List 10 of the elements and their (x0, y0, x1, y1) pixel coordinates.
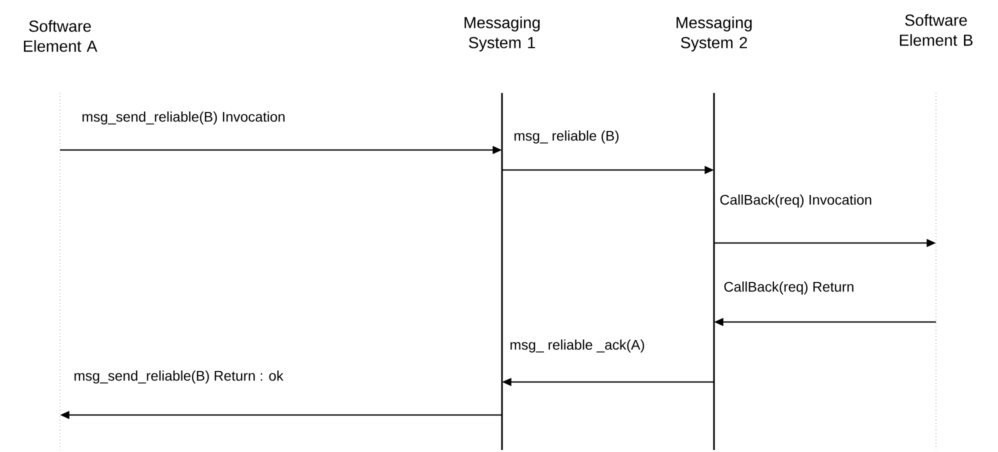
edge-label: CallBack(req) Invocation (720, 194, 872, 208)
edge-label: msg_send_reliable(B) Invocation (82, 111, 285, 125)
participant-label: Software Element A (24, 20, 98, 52)
participant-label: Messaging System 2 (676, 16, 752, 52)
edge-label: msg_ reliable (B) (514, 130, 619, 144)
participant-label: Software Element B (900, 14, 972, 46)
participant-label: Messaging System 1 (464, 16, 540, 52)
edge-label: msg_send_reliable(B) Return : ok (74, 370, 284, 384)
edge-label: CallBack(req) Return (724, 281, 854, 295)
edge-label: msg_ reliable _ack(A) (510, 339, 644, 353)
